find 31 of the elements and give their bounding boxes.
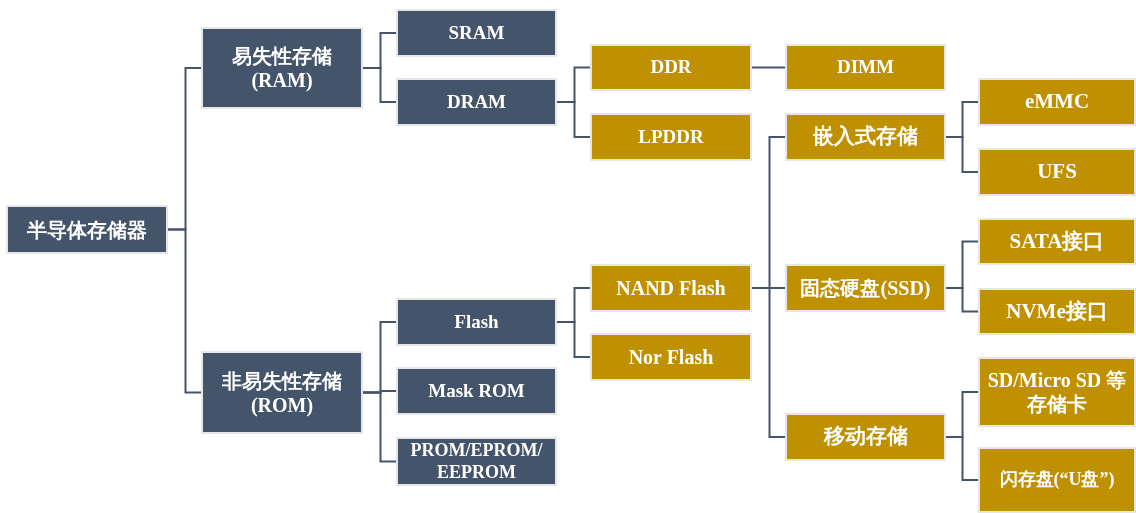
category-box: SD/Micro SD 等存储卡	[978, 357, 1136, 427]
category-box: NVMe接口	[978, 288, 1136, 335]
category-box: Mask ROM	[396, 367, 557, 415]
category-box: Flash	[396, 298, 557, 346]
connector-line	[167, 228, 202, 394]
connector-line	[556, 101, 591, 138]
category-box: DDR	[590, 44, 752, 91]
connector-line	[751, 287, 786, 438]
category-box: UFS	[978, 148, 1136, 196]
category-box: SRAM	[396, 9, 557, 57]
connector-line	[751, 66, 786, 69]
connector-line	[556, 321, 591, 358]
category-box: 固态硬盘(SSD)	[785, 264, 946, 312]
category-box: SATA接口	[978, 218, 1136, 265]
category-box: LPDDR	[590, 113, 752, 161]
category-box: Nor Flash	[590, 333, 752, 381]
category-box: NAND Flash	[590, 264, 752, 312]
connector-line	[945, 436, 979, 481]
category-box: 非易失性存储 (ROM)	[201, 351, 363, 434]
category-box: PROM/EPROM/ EEPROM	[396, 437, 557, 486]
connector-line	[362, 391, 397, 463]
category-box: 半导体存储器	[6, 205, 168, 254]
category-box: DIMM	[785, 44, 946, 91]
connector-line	[362, 67, 397, 103]
category-box: 移动存储	[785, 413, 946, 461]
connector-line	[945, 287, 979, 313]
category-box: DRAM	[396, 78, 557, 126]
category-box: 嵌入式存储	[785, 113, 946, 161]
category-box: eMMC	[978, 78, 1136, 126]
category-box: 易失性存储 (RAM)	[201, 27, 363, 109]
category-box: 闪存盘(“U盘”)	[978, 447, 1136, 513]
